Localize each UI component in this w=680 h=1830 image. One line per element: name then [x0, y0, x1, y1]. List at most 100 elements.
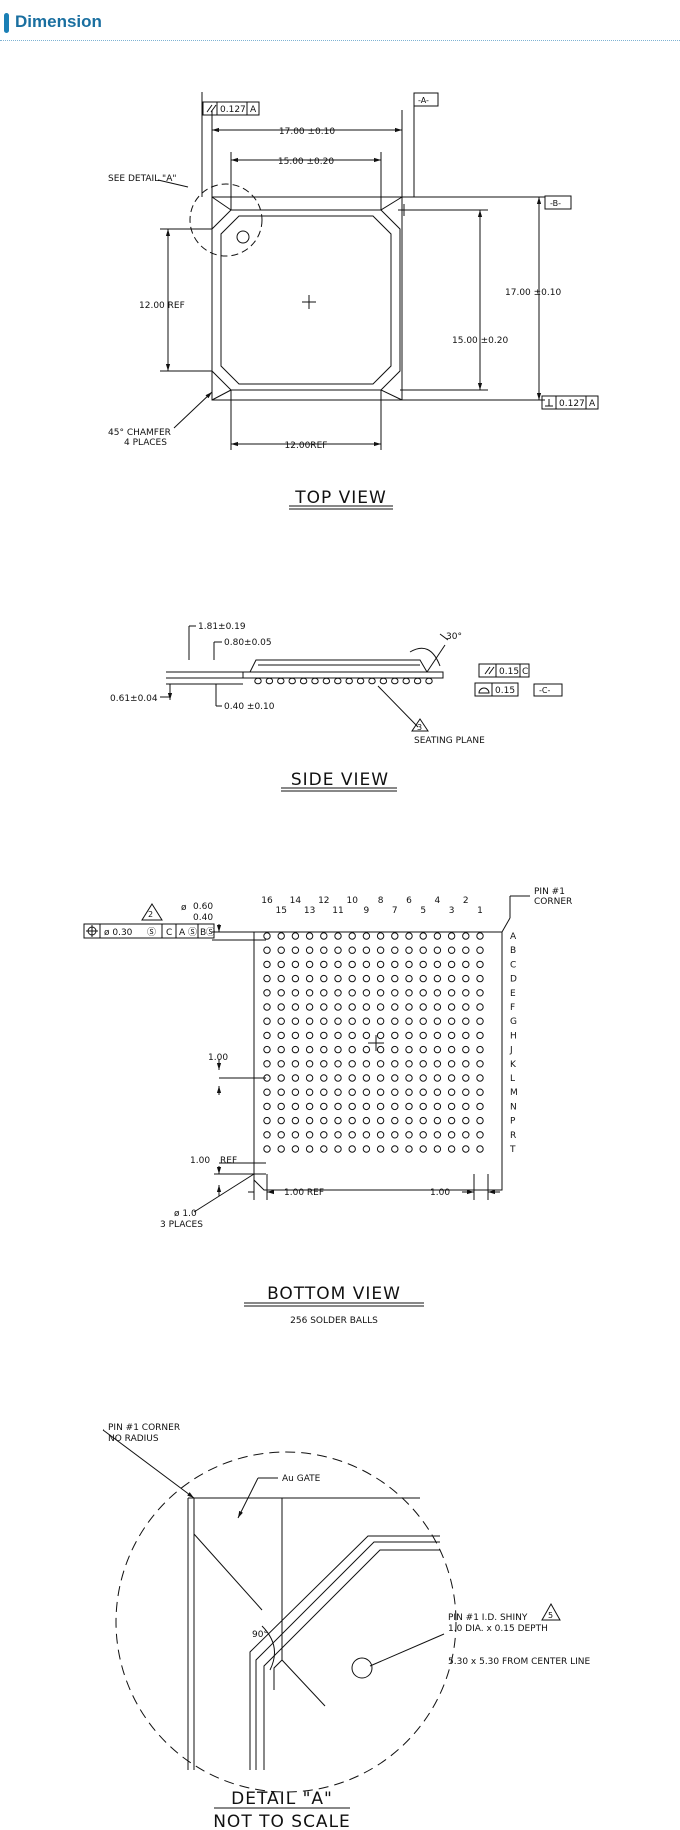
solder-ball	[334, 1074, 342, 1082]
solder-ball	[263, 1017, 271, 1025]
side-ball	[299, 677, 308, 685]
solder-ball	[405, 1060, 413, 1068]
solder-ball	[405, 1031, 413, 1040]
parallel-ref: A	[250, 105, 257, 115]
solder-ball	[362, 1088, 371, 1096]
bottom-view	[83, 895, 530, 1307]
solder-ball	[376, 1145, 385, 1153]
solder-ball	[334, 1060, 342, 1068]
solder-ball	[334, 1045, 342, 1054]
solder-ball	[320, 1102, 328, 1111]
solder-ball	[447, 946, 456, 954]
column-label: 6	[406, 896, 412, 906]
solder-ball	[348, 1017, 356, 1025]
solder-ball	[405, 1088, 413, 1096]
solder-ball	[447, 974, 456, 983]
solder-ball	[447, 1102, 456, 1111]
solder-ball	[362, 932, 371, 940]
solder-ball	[263, 932, 271, 940]
side-ball	[413, 677, 422, 685]
section-marker-icon	[4, 13, 9, 33]
solder-ball	[348, 1031, 356, 1040]
solder-ball	[376, 946, 385, 954]
solder-ball	[277, 1003, 285, 1011]
solder-ball	[263, 1145, 271, 1153]
solder-ball	[277, 1031, 285, 1040]
fcf-dia: ø 0.30	[104, 928, 133, 938]
bv-bottom-pitch: 1.00	[430, 1188, 450, 1198]
solder-ball	[433, 1116, 442, 1125]
fcf-c: C	[166, 928, 172, 938]
solder-ball	[476, 1088, 484, 1096]
solder-ball	[476, 1074, 484, 1082]
solder-ball	[291, 1060, 300, 1068]
pin1-corner-label: CORNER	[534, 897, 572, 907]
detail-callout	[189, 183, 263, 257]
solder-ball	[291, 932, 300, 940]
solder-ball	[462, 1031, 470, 1040]
solder-ball	[391, 1031, 399, 1040]
solder-ball	[391, 932, 399, 940]
solder-ball	[433, 960, 442, 969]
detail-center: 5.30 x 5.30 FROM CENTER LINE	[448, 1657, 591, 1667]
solder-ball	[263, 1031, 271, 1040]
solder-ball	[334, 960, 342, 969]
solder-ball	[376, 960, 385, 969]
solder-ball	[277, 1131, 285, 1139]
solder-ball	[376, 1017, 385, 1025]
perp-ref: A	[589, 399, 596, 409]
fcf-s2: Ⓢ	[188, 927, 197, 938]
solder-ball	[277, 1074, 285, 1082]
solder-ball	[348, 946, 356, 954]
solder-ball	[362, 1102, 371, 1111]
section-title: Dimension	[15, 12, 102, 31]
bv-bottom-ref: 1.00 REF	[284, 1188, 324, 1198]
solder-ball	[334, 1031, 342, 1040]
side-parallel-tol: 0.15	[499, 667, 519, 677]
solder-ball	[348, 960, 356, 969]
solder-ball	[277, 1116, 285, 1125]
solder-ball	[447, 960, 456, 969]
row-label: F	[510, 1003, 515, 1013]
bv-ref-num: 1.00	[190, 1156, 210, 1166]
solder-ball	[376, 1102, 385, 1111]
column-label: 3	[449, 906, 455, 916]
detail-subtitle: NOT TO SCALE	[213, 1812, 351, 1830]
parallel-tol: 0.127	[220, 105, 246, 115]
datum-a: -A-	[418, 96, 429, 105]
solder-ball	[405, 1017, 413, 1025]
detail-corner-2: NO RADIUS	[108, 1434, 159, 1444]
solder-ball	[291, 1031, 300, 1040]
solder-ball	[433, 1145, 442, 1153]
solder-ball	[376, 1045, 385, 1054]
solder-ball	[462, 1131, 470, 1139]
solder-ball	[263, 1060, 271, 1068]
solder-ball	[334, 1003, 342, 1011]
solder-ball	[419, 974, 427, 983]
solder-ball	[334, 1131, 342, 1139]
pin1-marker	[236, 230, 250, 244]
row-label: H	[510, 1031, 517, 1041]
solder-ball	[291, 974, 300, 983]
solder-ball	[320, 1088, 328, 1096]
solder-ball	[405, 1003, 413, 1011]
solder-ball	[447, 1031, 456, 1040]
solder-ball	[348, 1145, 356, 1153]
solder-ball	[476, 989, 484, 997]
solder-ball	[277, 1017, 285, 1025]
solder-ball	[476, 1131, 484, 1139]
solder-ball	[405, 1145, 413, 1153]
solder-ball	[447, 932, 456, 940]
top-view-labels: 0.127 A -A- -B- 17.00 ±0.10 15.00 ±0.20 …	[108, 96, 596, 508]
solder-ball	[476, 932, 484, 940]
solder-ball	[291, 1102, 300, 1111]
solder-ball	[305, 1074, 314, 1082]
row-label: J	[509, 1046, 513, 1056]
detail-angle: 90°	[252, 1630, 268, 1640]
solder-ball	[291, 1003, 300, 1011]
solder-ball	[362, 1074, 371, 1082]
side-ball	[334, 677, 342, 685]
solder-ball	[376, 932, 385, 940]
side-ball	[368, 677, 376, 685]
